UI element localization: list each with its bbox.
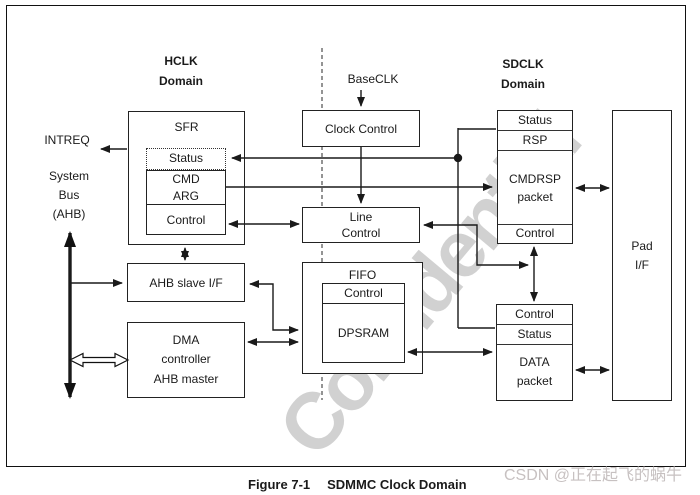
sdclk-domain-heading-line1: SDCLK	[502, 57, 544, 71]
data-packet-label-line1: DATA	[519, 355, 550, 369]
sdclk-domain-heading-line2: Domain	[500, 77, 545, 91]
fifo-block-title: FIFO	[348, 268, 377, 282]
pad-if-title-line2: I/F	[635, 257, 649, 272]
system-bus-label-line1: System	[48, 169, 89, 183]
line-control-title-line2: Control	[341, 226, 381, 240]
data-packet-label-line2: packet	[516, 374, 553, 388]
ahb-slave-if-block: AHB slave I/F	[127, 263, 245, 302]
sfr-status-register: Status	[146, 148, 226, 170]
hclk-domain-heading: HCLK Domain	[131, 51, 231, 91]
intreq-label: INTREQ	[44, 133, 90, 147]
cmdrsp-packet-section: CMDRSP packet	[498, 151, 572, 225]
figure-border	[6, 5, 686, 467]
system-bus-label-line2: Bus	[58, 188, 80, 202]
sfr-status-label: Status	[168, 151, 204, 165]
sdclk-domain-heading: SDCLK Domain	[473, 54, 573, 94]
cmdrsp-status-label: Status	[517, 113, 553, 127]
clock-control-title: Clock Control	[324, 121, 398, 136]
sfr-cmd-label: CMD	[172, 172, 200, 186]
data-packet-block: Control Status DATA packet	[496, 304, 573, 401]
cmdrsp-control-label: Control	[515, 226, 555, 240]
data-control-label: Control	[515, 307, 554, 321]
sfr-control-register: Control	[146, 204, 226, 235]
cmdrsp-control-section: Control	[498, 225, 572, 243]
system-bus-label: System Bus (AHB)	[30, 167, 108, 224]
cmdrsp-packet-block: Status RSP CMDRSP packet Control	[497, 110, 573, 244]
cmdrsp-rsp-section: RSP	[498, 131, 572, 151]
cmdrsp-packet-label-line2: packet	[517, 189, 553, 204]
clock-control-block: Clock Control	[302, 110, 420, 147]
pad-if-title-line1: Pad	[631, 238, 653, 253]
system-bus-label-line3: (AHB)	[52, 207, 86, 221]
sfr-control-label: Control	[166, 212, 206, 227]
cmdrsp-status-section: Status	[498, 111, 572, 131]
line-control-block: Line Control	[302, 207, 420, 243]
sfr-block-title: SFR	[174, 120, 199, 134]
hclk-domain-heading-line2: Domain	[158, 74, 203, 88]
fifo-inner-box: Control DPSRAM	[322, 283, 405, 363]
fifo-control-label: Control	[344, 286, 383, 300]
fifo-dpsram-section: DPSRAM	[323, 304, 404, 362]
sfr-arg-label: ARG	[172, 188, 199, 203]
data-packet-section: DATA packet	[497, 345, 572, 399]
data-control-section: Control	[497, 305, 572, 325]
data-status-section: Status	[497, 325, 572, 345]
ahb-slave-if-title: AHB slave I/F	[149, 275, 223, 290]
fifo-control-section: Control	[323, 284, 404, 304]
baseclk-label: BaseCLK	[347, 72, 399, 86]
hclk-domain-heading-line1: HCLK	[164, 54, 198, 68]
csdn-watermark: CSDN @正在起飞的蜗牛	[504, 467, 683, 484]
figure-caption-title: SDMMC Clock Domain	[327, 477, 467, 492]
cmdrsp-rsp-label: RSP	[522, 133, 548, 147]
pad-if-block: Pad I/F	[612, 110, 672, 401]
fifo-dpsram-label: DPSRAM	[337, 326, 390, 340]
figure-caption: Figure 7-1 SDMMC Clock Domain	[248, 477, 467, 492]
sfr-cmd-arg-register: CMD ARG	[146, 170, 226, 205]
dma-controller-block: DMA controller AHB master	[127, 322, 245, 398]
data-status-label: Status	[517, 327, 552, 341]
line-control-title-line1: Line	[349, 210, 373, 224]
dma-title-line2: controller	[161, 352, 211, 367]
cmdrsp-packet-label-line1: CMDRSP	[508, 171, 561, 186]
dma-title-line1: DMA	[172, 332, 200, 347]
figure-caption-number: Figure 7-1	[248, 477, 311, 492]
dma-title-line3: AHB master	[153, 371, 219, 386]
